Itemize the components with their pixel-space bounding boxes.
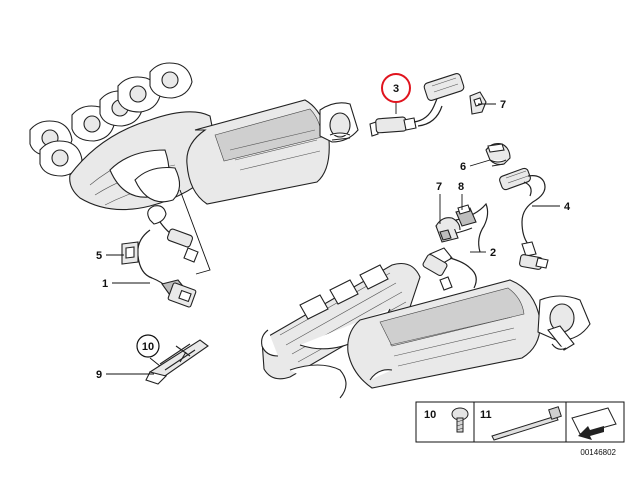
callout-9[interactable]: 9 [96, 369, 102, 381]
callout-4[interactable]: 4 [564, 201, 571, 213]
callout-8[interactable]: 8 [458, 181, 464, 193]
callout-7-upper[interactable]: 7 [500, 99, 506, 111]
callout-2[interactable]: 2 [490, 247, 496, 259]
cable-tie-icon [491, 406, 562, 441]
clip-part-7-upper [469, 91, 487, 115]
clip-part-6 [485, 143, 511, 167]
bolt-icon [451, 407, 469, 433]
lower-front-oxygen-sensor [422, 202, 489, 291]
arrow-mark-icon [571, 407, 617, 440]
callout-6[interactable]: 6 [460, 161, 466, 173]
legend-box: 10 11 [415, 401, 625, 443]
callout-10-ring [136, 334, 160, 358]
upper-front-oxygen-sensor [137, 189, 211, 308]
clip-part-5 [121, 241, 139, 265]
upper-exhaust-manifold [29, 62, 359, 211]
legend-label-11: 11 [480, 409, 492, 421]
leader-lines [106, 102, 560, 375]
lower-exhaust-manifold [261, 262, 591, 399]
upper-rear-oxygen-sensor [369, 73, 465, 137]
lower-rear-oxygen-sensor [499, 167, 549, 270]
diagram-id: 00146802 [580, 448, 616, 457]
callout-10[interactable]: 10 [142, 341, 154, 353]
callout-3-highlight-ring [381, 73, 411, 103]
clip-part-8 [455, 204, 477, 227]
callout-5[interactable]: 5 [96, 250, 102, 262]
callout-labels: 3 7 6 7 8 4 2 5 1 10 9 [96, 73, 571, 381]
callout-7-lower[interactable]: 7 [436, 181, 442, 193]
legend-label-10: 10 [424, 409, 436, 421]
callout-3[interactable]: 3 [393, 83, 399, 95]
callout-1[interactable]: 1 [102, 278, 108, 290]
bracket-part-9 [145, 339, 209, 385]
